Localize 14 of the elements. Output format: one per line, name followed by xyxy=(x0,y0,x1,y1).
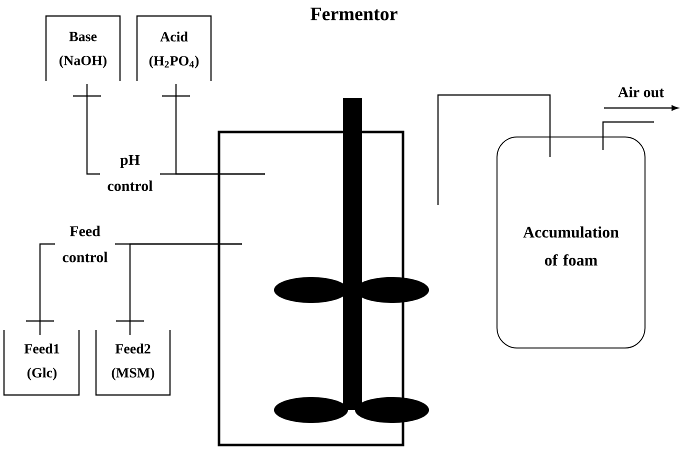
pipe xyxy=(175,84,265,175)
acid-container: Acid (H$_{2}$PO$_{4}$) xyxy=(136,15,212,81)
pipe xyxy=(129,243,242,335)
base-container: Base (NaOH) xyxy=(45,15,121,81)
feed-container: Feed2 (MSM) xyxy=(95,330,171,396)
feed-container: Feed1 (Glc) xyxy=(3,330,80,396)
edge-label: Feed control xyxy=(55,226,115,262)
pipe xyxy=(437,94,551,205)
title: Fermentor xyxy=(310,8,398,20)
pipe xyxy=(602,121,654,150)
fermentor-vessel xyxy=(218,98,429,446)
foam-tank: Accumulation of foam xyxy=(496,136,646,348)
edge-label: pH control xyxy=(100,155,160,191)
flow-label: Air out xyxy=(618,86,664,98)
